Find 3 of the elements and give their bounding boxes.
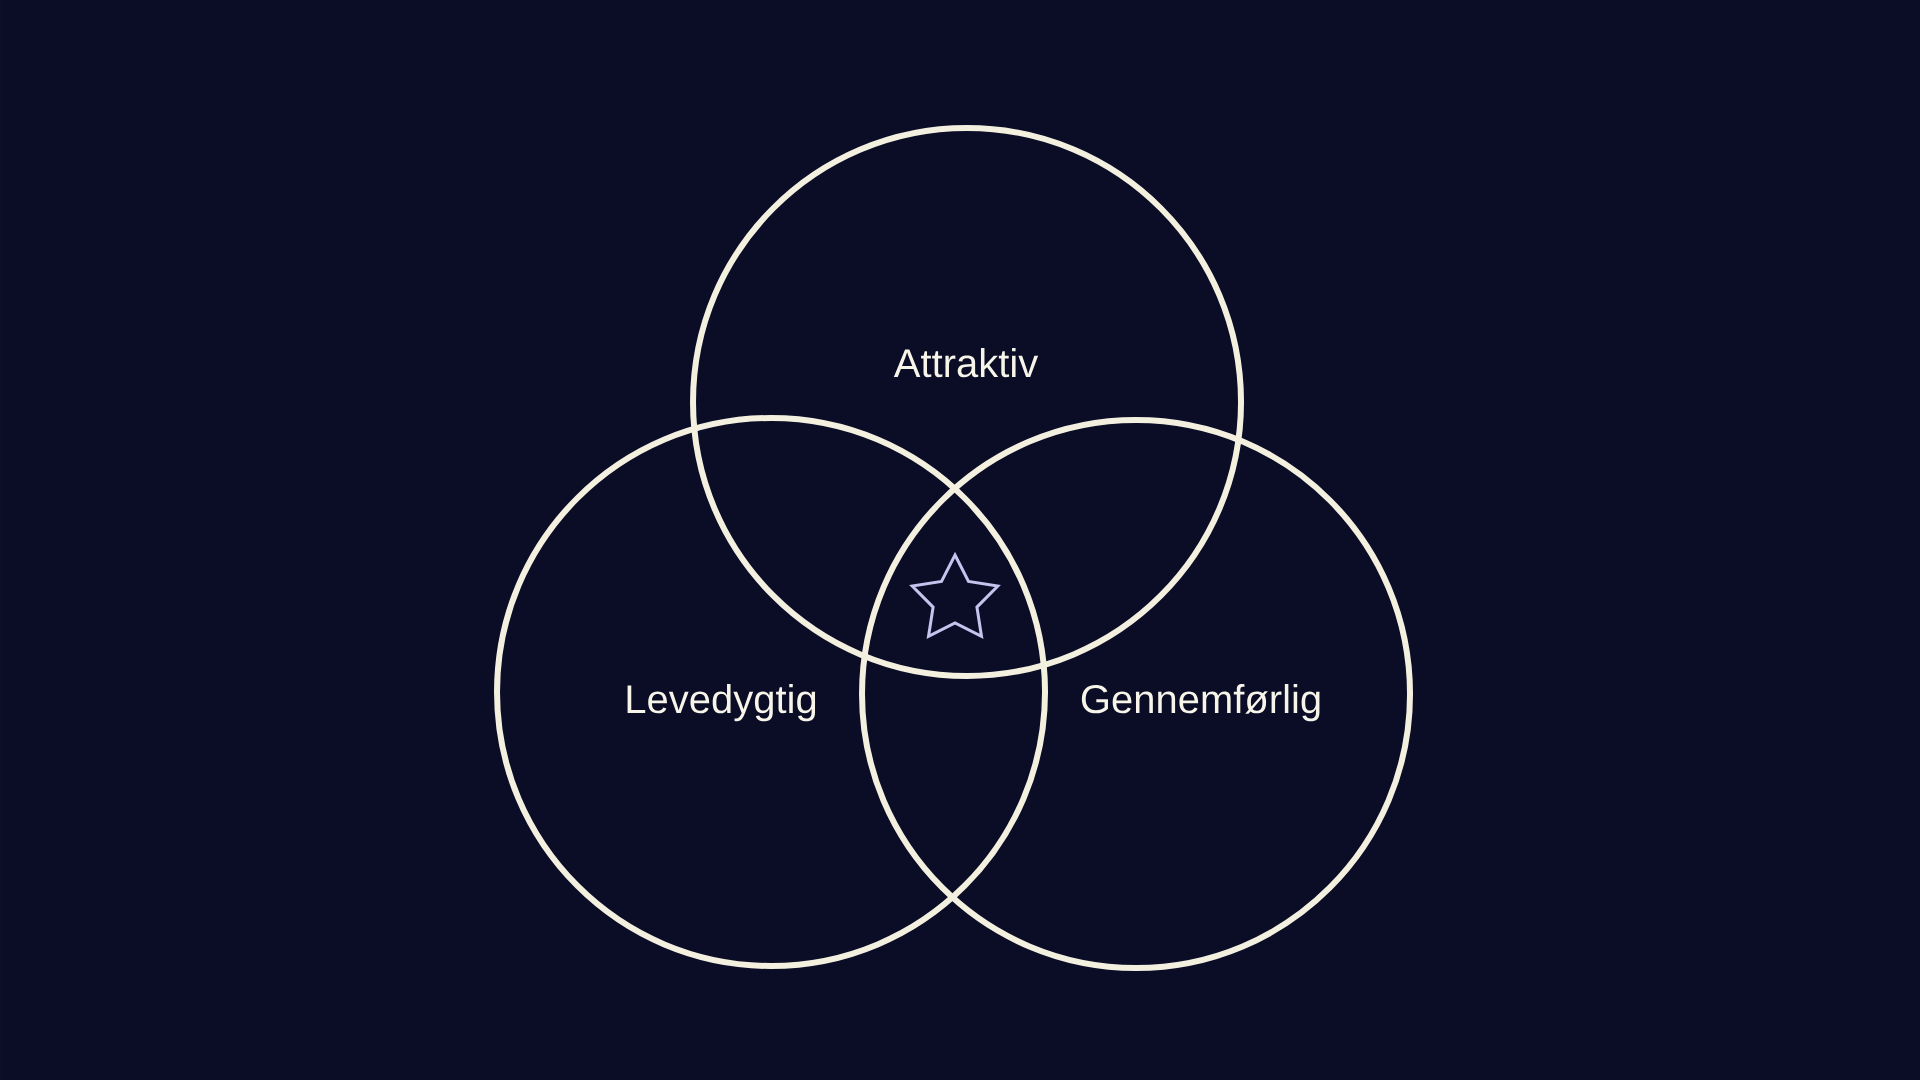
circle-label: Levedygtig [627,684,816,722]
circle-label: Attraktiv [893,348,1039,378]
circle-label: Gennemførlig [1081,684,1320,722]
